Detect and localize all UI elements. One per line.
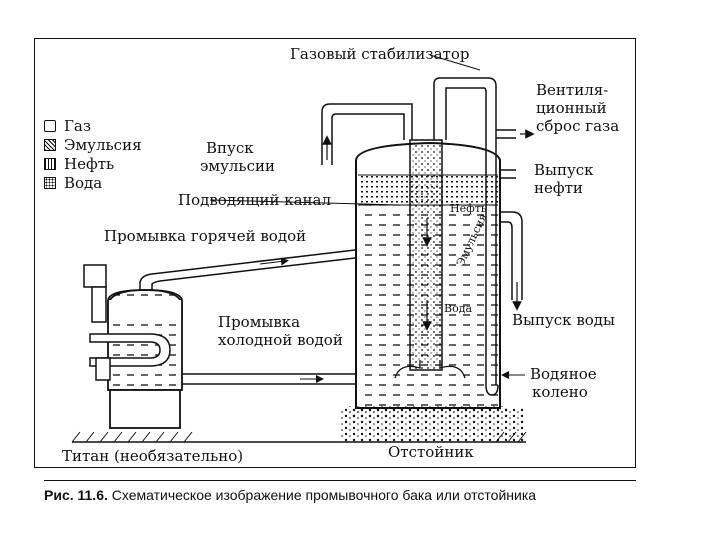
legend: Газ Эмульсия Нефть Вода — [44, 116, 142, 192]
water-outlet-label: Выпуск воды — [512, 311, 615, 329]
figure-caption: Рис. 11.6. Схематическое изображение про… — [44, 487, 536, 503]
figure-frame — [34, 38, 636, 468]
settler-label: Отстойник — [388, 443, 474, 461]
titan-heater — [83, 264, 183, 429]
gas-stabilizer — [429, 54, 535, 385]
legend-item-oil: Нефть — [44, 154, 142, 173]
caption-text: Схематическое изображение промывочного б… — [107, 487, 537, 503]
hot-wash-label: Промывка горячей водой — [104, 227, 307, 245]
hot-water-pipe — [139, 249, 356, 291]
water-elbow — [485, 211, 525, 396]
oil-outlet-label-line1: Выпуск — [534, 161, 594, 179]
gas-stabilizer-label: Газовый стабилизатор — [290, 45, 470, 63]
vent-label-line3: сброс газа — [536, 117, 620, 135]
caption-prefix: Рис. 11.6. — [44, 487, 108, 503]
water-elbow-label-line1: Водяное — [530, 365, 597, 383]
vent-label-line2: ционный — [536, 99, 607, 117]
caption-rule — [44, 480, 636, 481]
gas-swatch-icon — [44, 119, 56, 132]
emulsion-swatch-icon — [44, 138, 56, 151]
cold-water-pipe — [182, 373, 358, 385]
oil-outlet-label-line2: нефти — [534, 179, 583, 197]
legend-item-gas: Газ — [44, 116, 142, 135]
emulsion-inlet-label-line2: эмульсии — [200, 157, 275, 175]
emulsion-inlet-label-line1: Впуск — [206, 139, 254, 157]
titan-label: Титан (необязательно) — [62, 447, 244, 465]
settler-tank — [348, 139, 508, 418]
inner-water-label: Вода — [444, 302, 473, 315]
supply-channel-label: Подводящий канал — [178, 191, 332, 209]
cold-wash-label-line2: холодной водой — [218, 331, 343, 349]
legend-item-emulsion: Эмульсия — [44, 135, 142, 154]
vent-label-line1: Вентиля- — [536, 81, 609, 99]
legend-item-water: Вода — [44, 173, 142, 192]
oil-swatch-icon — [44, 157, 56, 170]
oil-outlet — [500, 169, 516, 179]
emulsion-inlet-pipe — [209, 103, 413, 206]
water-swatch-icon — [44, 176, 56, 189]
water-elbow-label-line2: колено — [532, 383, 588, 401]
cold-wash-label-line1: Промывка — [218, 313, 301, 331]
inner-oil-label: Нефть — [450, 202, 487, 215]
